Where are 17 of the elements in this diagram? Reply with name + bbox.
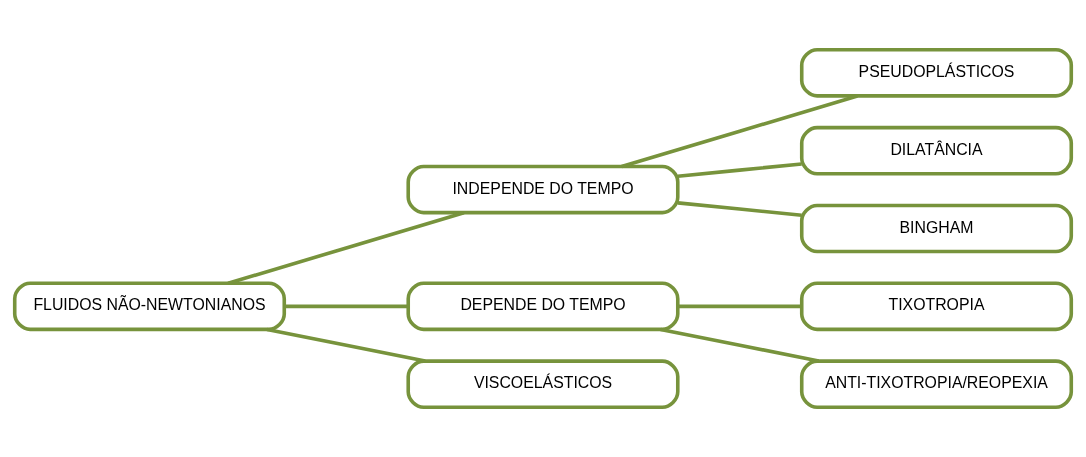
node-box: DEPENDE DO TEMPO	[406, 281, 680, 332]
connector	[660, 327, 820, 363]
connector	[677, 201, 802, 217]
connector	[621, 94, 858, 169]
node-box: ANTI-TIXOTROPIA/REOPEXIA	[799, 359, 1074, 410]
node-box: BINGHAM	[799, 203, 1074, 254]
connector	[284, 304, 409, 309]
connector	[677, 162, 802, 179]
node-box: PSEUDOPLÁSTICOS	[799, 47, 1074, 98]
node-box: DILATÂNCIA	[799, 125, 1074, 176]
connector	[266, 327, 426, 363]
connector	[677, 304, 802, 309]
node-box: TIXOTROPIA	[799, 281, 1074, 332]
node-box: FLUIDOS NÃO-NEWTONIANOS	[12, 281, 287, 332]
connector	[227, 211, 465, 285]
node-box: VISCOELÁSTICOS	[406, 359, 680, 410]
node-box: INDEPENDE DO TEMPO	[406, 164, 680, 215]
